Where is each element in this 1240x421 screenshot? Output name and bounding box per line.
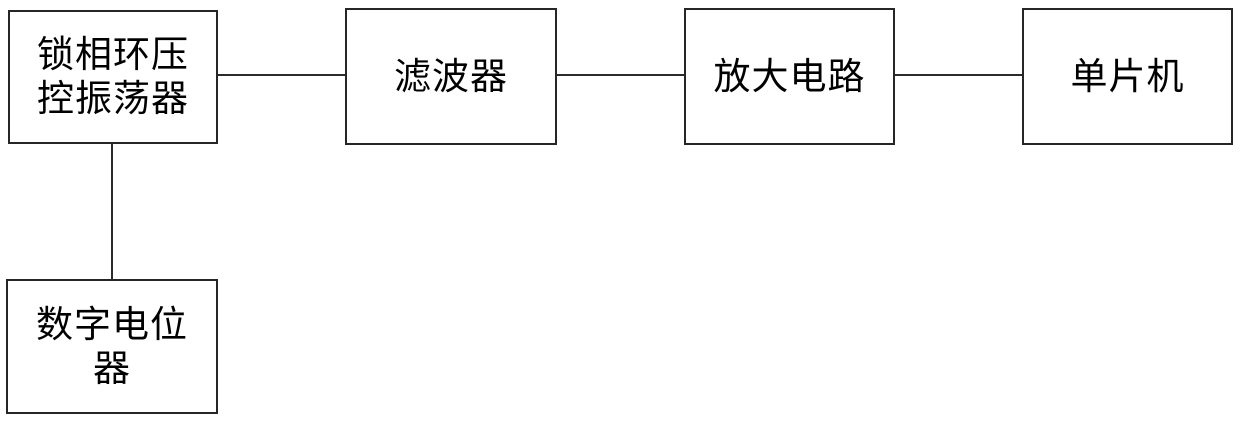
block-microcontroller: 单片机 — [1022, 8, 1233, 145]
connector-pll-to-filter — [218, 74, 345, 76]
block-microcontroller-label: 单片机 — [1070, 55, 1185, 97]
block-digital-potentiometer-label: 数字电位器 — [36, 303, 188, 389]
block-digital-potentiometer: 数字电位器 — [6, 279, 218, 414]
block-amplifier-circuit-label: 放大电路 — [713, 55, 866, 97]
connector-amplifier-to-microcontroller — [895, 74, 1022, 76]
block-filter: 滤波器 — [345, 8, 557, 145]
connector-filter-to-amplifier — [557, 74, 684, 76]
block-pll-vco: 锁相环压控振荡器 — [8, 10, 218, 144]
block-pll-vco-label: 锁相环压控振荡器 — [37, 34, 189, 119]
connector-pll-to-digital-potentiometer — [111, 144, 113, 279]
block-filter-label: 滤波器 — [394, 55, 508, 97]
block-amplifier-circuit: 放大电路 — [684, 8, 895, 145]
